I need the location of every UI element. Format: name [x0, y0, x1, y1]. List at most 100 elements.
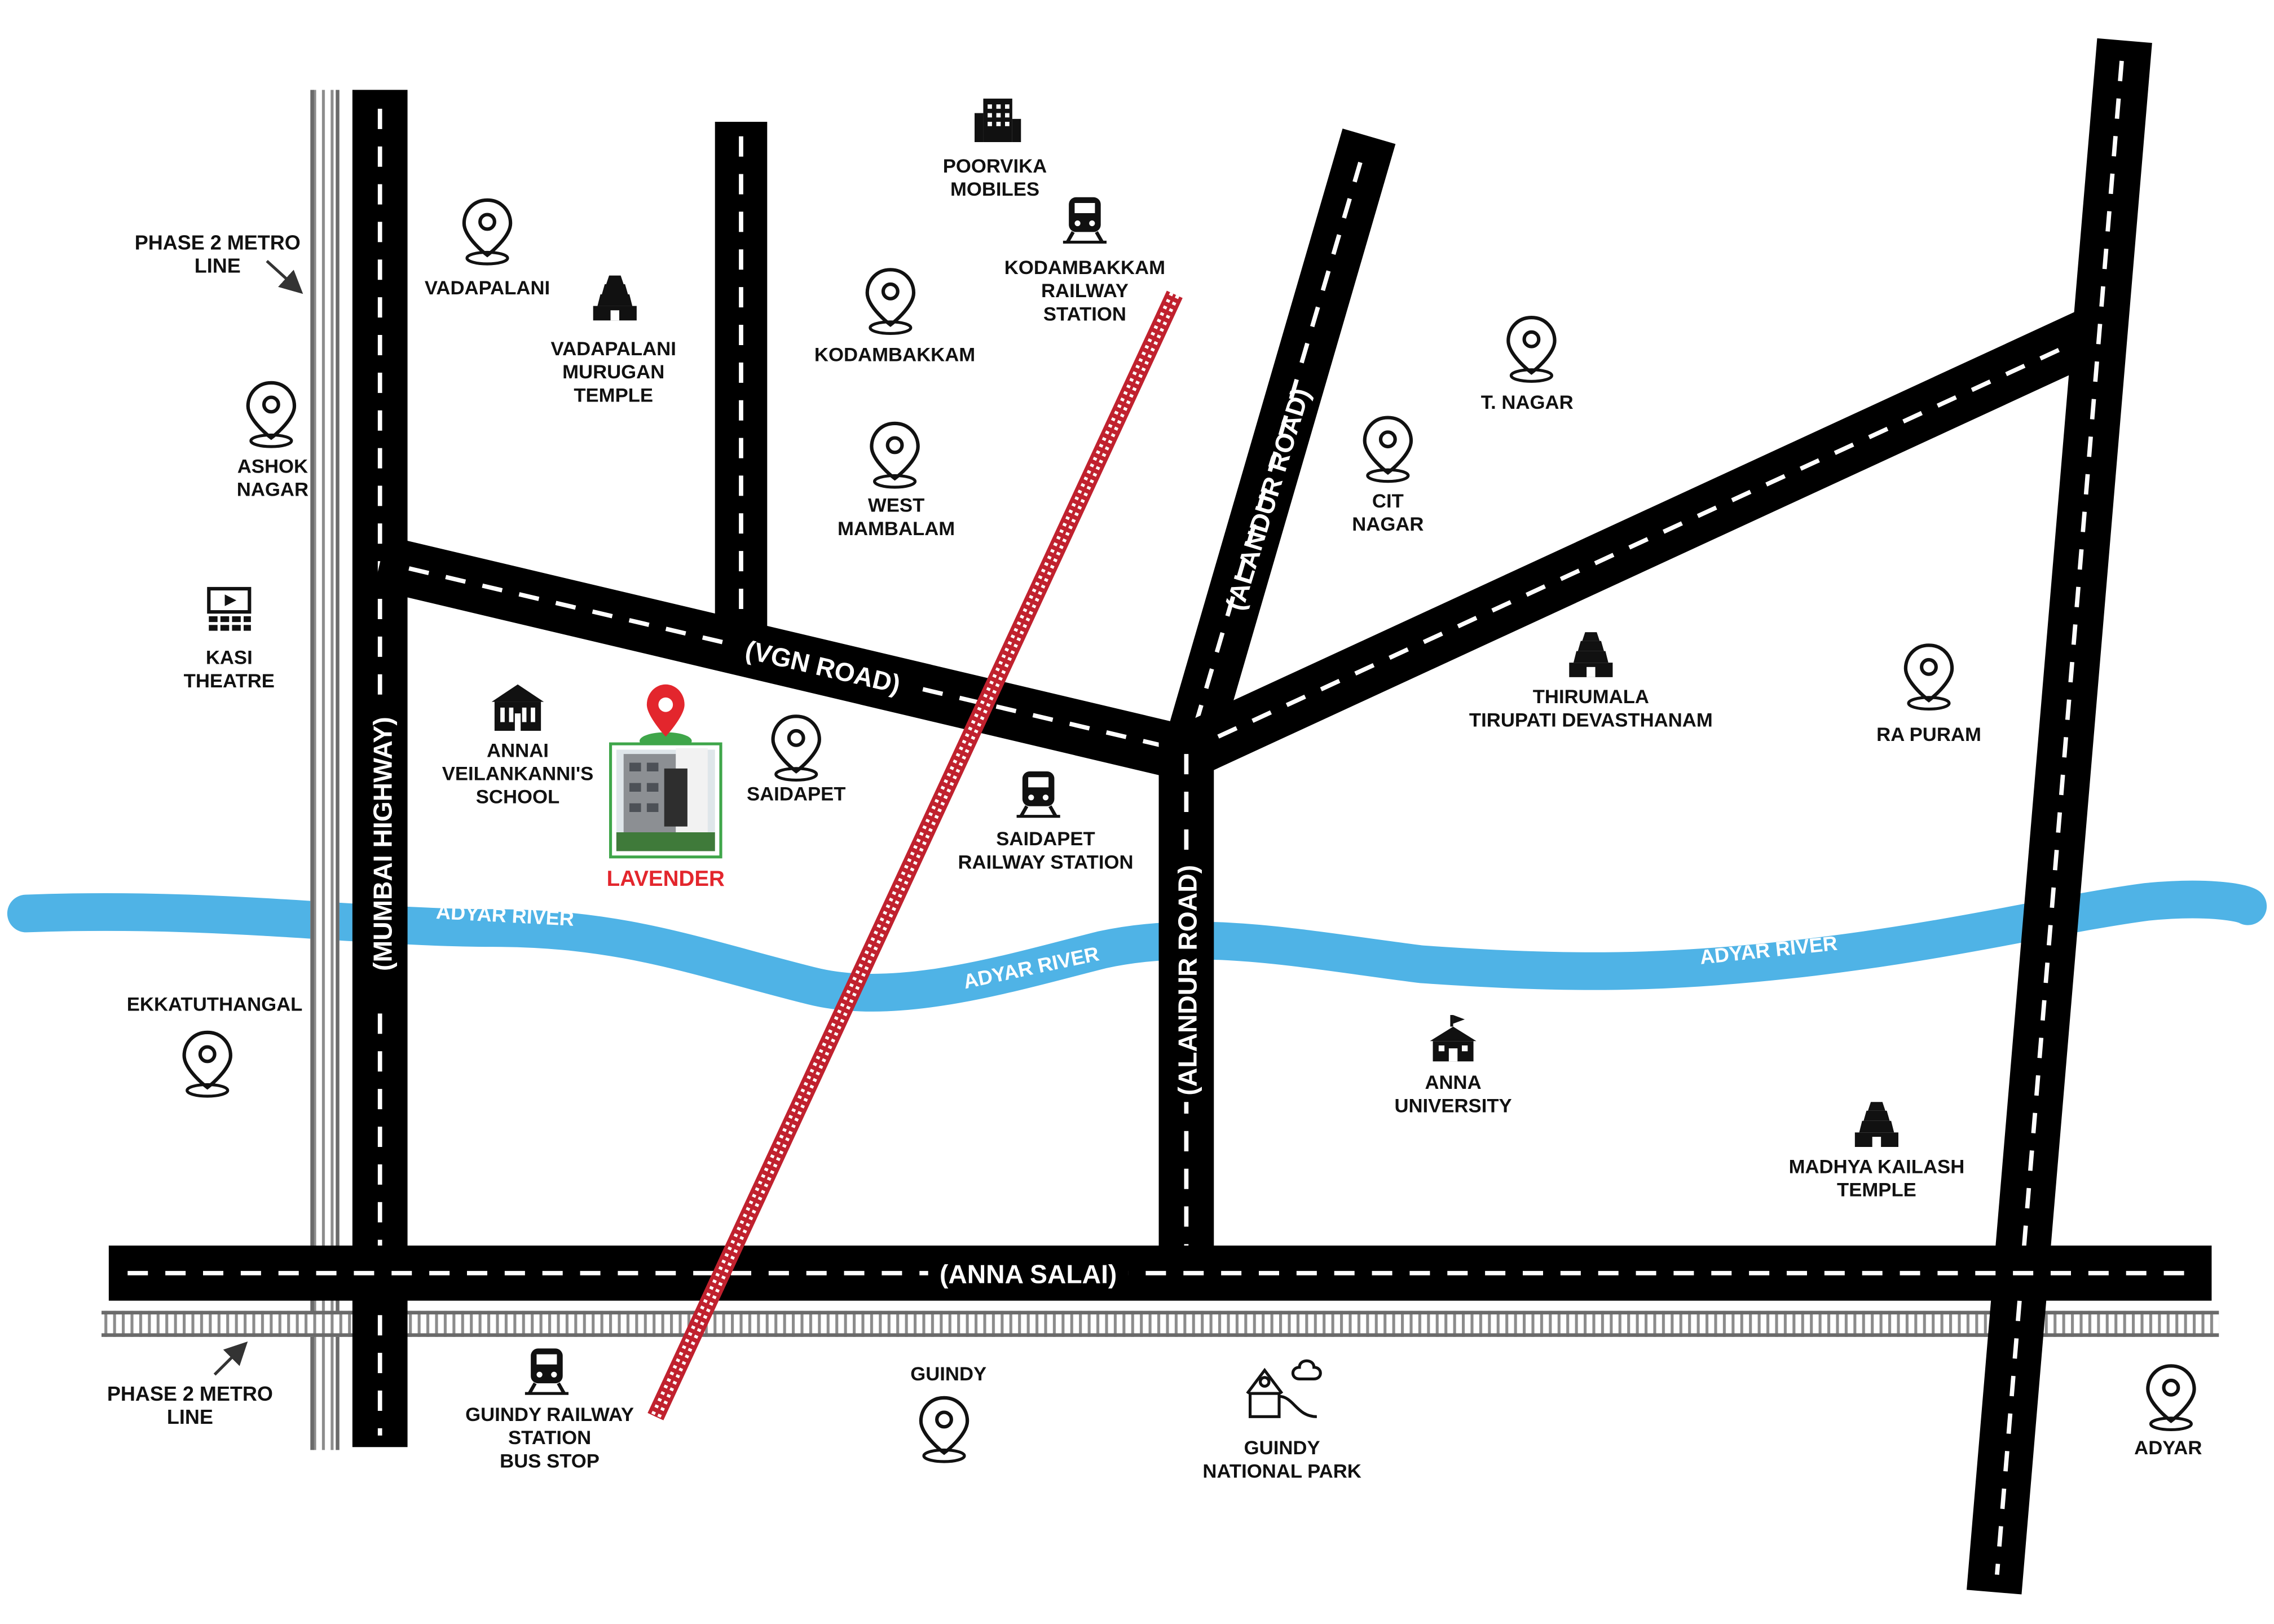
place-label: SCHOOL [476, 787, 559, 808]
place-label: CIT [1372, 491, 1404, 512]
train-icon [1063, 197, 1107, 242]
place-label: MAMBALAM [838, 518, 955, 540]
place-label: ANNA [1425, 1072, 1481, 1093]
place-label: RAILWAY [1041, 280, 1129, 302]
metro-label-bottom: PHASE 2 METRO LINE [107, 1341, 273, 1428]
place-label: KODAMBAKKAM [1004, 257, 1165, 279]
location-pin-icon [867, 270, 914, 333]
place-vadapalani-temple: VADAPALANI MURUGAN TEMPLE [551, 275, 676, 406]
train-icon [525, 1348, 568, 1393]
location-pin-icon [773, 716, 819, 780]
place-cit-nagar: CIT NAGAR [1352, 418, 1424, 535]
project-building-image [609, 742, 722, 859]
place-label: STATION [1043, 303, 1126, 325]
road-label-alandur-lower: (ALANDUR ROAD) [1173, 865, 1202, 1096]
place-label: WEST [868, 495, 924, 517]
place-vadapalani: VADAPALANI [425, 200, 550, 299]
place-ashok-nagar: ASHOK NAGAR [237, 383, 309, 500]
place-saidapet: SAIDAPET [747, 716, 845, 805]
place-label: MADHYA KAILASH [1789, 1156, 1965, 1177]
place-adyar: ADYAR [2134, 1366, 2202, 1459]
place-label: TEMPLE [1837, 1179, 1916, 1201]
place-label: MURUGAN [562, 361, 664, 383]
place-madhya-kailash: MADHYA KAILASH TEMPLE [1789, 1102, 1965, 1201]
place-label: NAGAR [1352, 514, 1424, 535]
location-pin-icon [921, 1398, 967, 1462]
location-pin-icon [2148, 1366, 2194, 1429]
place-ra-puram: RA PURAM [1876, 645, 1981, 745]
place-label: BUS STOP [500, 1450, 600, 1472]
location-pin-icon [1508, 317, 1554, 381]
school-icon [491, 684, 544, 731]
place-label: NAGAR [237, 479, 309, 500]
project-name: LAVENDER [607, 867, 725, 891]
train-icon [1017, 771, 1060, 817]
place-label: ADYAR [2134, 1437, 2202, 1459]
location-pin-icon [464, 200, 510, 264]
place-label: MOBILES [950, 179, 1039, 200]
project-lavender[interactable]: LAVENDER [607, 684, 725, 891]
temple-icon [1569, 632, 1613, 677]
place-label: EKKATUTHANGAL [127, 994, 303, 1015]
park-icon [1247, 1361, 1320, 1416]
location-pin-icon [248, 383, 294, 447]
location-pin-icon [871, 423, 918, 487]
place-label: SAIDAPET [747, 783, 845, 805]
place-anna-university: ANNA UNIVERSITY [1394, 1015, 1512, 1116]
location-pin-icon [1906, 645, 1952, 709]
metro-bottom-line2: LINE [167, 1405, 213, 1428]
metro-top-line2: LINE [195, 254, 241, 277]
metro-line-vertical [310, 90, 340, 1450]
place-label: GUINDY RAILWAY [465, 1404, 634, 1426]
place-label: TEMPLE [574, 385, 653, 406]
cinema-icon [209, 589, 251, 631]
place-label: GUINDY [1244, 1437, 1320, 1459]
place-label: NATIONAL PARK [1202, 1460, 1361, 1482]
place-label: TIRUPATI DEVASTHANAM [1469, 709, 1713, 731]
place-guindy-station: GUINDY RAILWAY STATION BUS STOP [465, 1348, 634, 1472]
place-label: POORVIKA [943, 156, 1047, 177]
place-thirumala: THIRUMALA TIRUPATI DEVASTHANAM [1469, 632, 1713, 731]
metro-top-line1: PHASE 2 METRO [135, 231, 301, 254]
temple-icon [593, 275, 637, 321]
place-kodambakkam: KODAMBAKKAM [814, 270, 975, 365]
university-icon [1430, 1015, 1477, 1062]
road-network [108, 38, 2212, 1595]
building-icon [975, 98, 1021, 142]
place-guindy-park: GUINDY NATIONAL PARK [1202, 1361, 1361, 1482]
place-label: KASI [206, 647, 253, 669]
place-label: SAIDAPET [996, 828, 1095, 850]
place-ekkatuthangal: EKKATUTHANGAL [127, 994, 303, 1096]
temple-icon [1854, 1102, 1898, 1147]
project-pin-icon [646, 684, 685, 737]
suburban-railway-line [647, 290, 1183, 1420]
metro-line-horizontal [102, 1310, 2219, 1337]
place-label: ASHOK [237, 456, 308, 477]
place-label: RAILWAY STATION [958, 851, 1133, 873]
place-label: GUINDY [910, 1363, 986, 1385]
place-annai-school: ANNAI VEILANKANNI'S SCHOOL [442, 684, 594, 808]
metro-top-arrow [266, 259, 303, 294]
place-label: VADAPALANI [425, 277, 550, 299]
place-label: UNIVERSITY [1394, 1095, 1511, 1116]
metro-bottom-line1: PHASE 2 METRO [107, 1382, 273, 1405]
place-kasi-theatre: KASI THEATRE [184, 589, 275, 692]
place-kodambakkam-station: KODAMBAKKAM RAILWAY STATION [1004, 197, 1165, 325]
place-label: THEATRE [184, 670, 275, 692]
place-guindy: GUINDY [910, 1363, 986, 1462]
place-label: VEILANKANNI'S [442, 763, 594, 784]
place-west-mambalam: WEST MAMBALAM [838, 423, 955, 540]
location-pin-icon [1365, 418, 1411, 482]
place-t-nagar: T. NAGAR [1481, 317, 1574, 413]
road-label-mumbai-highway: (MUMBAI HIGHWAY) [368, 717, 397, 971]
place-label: ANNAI [487, 740, 549, 761]
place-saidapet-station: SAIDAPET RAILWAY STATION [958, 771, 1134, 873]
place-label: THIRUMALA [1533, 686, 1649, 708]
road-label-anna-salai: (ANNA SALAI) [940, 1260, 1117, 1289]
place-label: KODAMBAKKAM [814, 344, 975, 365]
metro-bottom-arrow [213, 1341, 248, 1376]
place-label: RA PURAM [1876, 724, 1981, 745]
place-poorvika: POORVIKA MOBILES [943, 98, 1047, 200]
metro-label-top: PHASE 2 METRO LINE [135, 231, 303, 294]
